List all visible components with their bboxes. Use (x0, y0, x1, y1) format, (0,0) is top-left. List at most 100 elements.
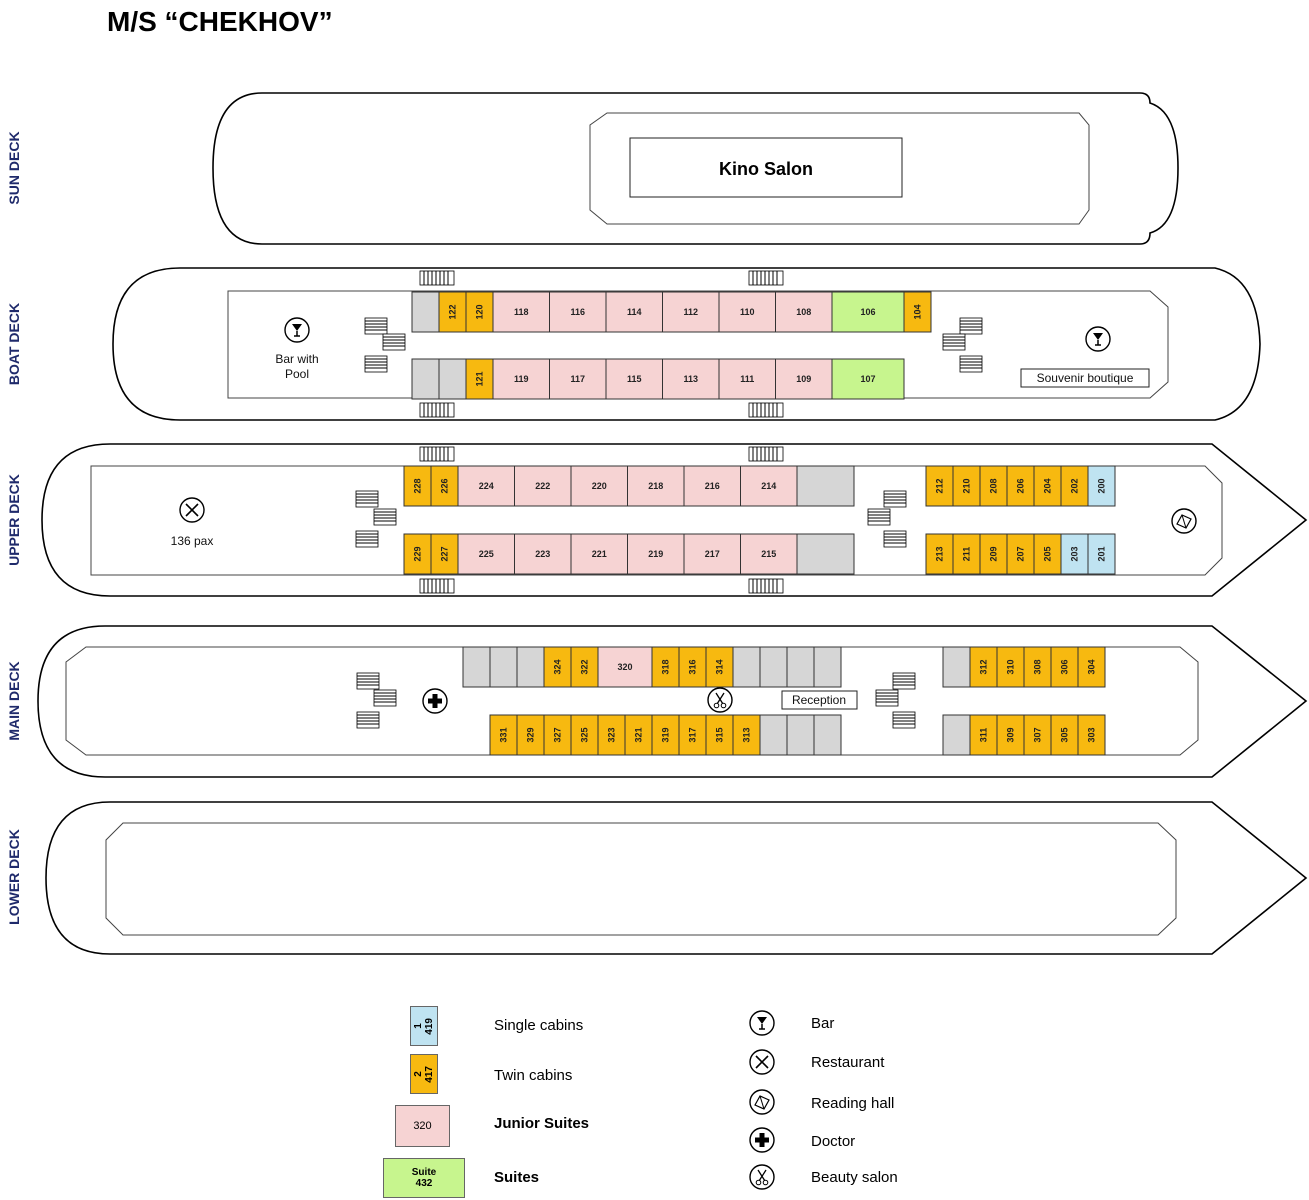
cabin-206 (1006, 465, 1035, 507)
cabin-107 (831, 358, 905, 400)
cabin-number: 229 (413, 546, 423, 561)
cabin-number: 119 (514, 374, 529, 384)
cabin-number: 305 (1060, 727, 1070, 742)
cabin-number: 104 (913, 304, 923, 319)
cabin-314 (705, 646, 734, 688)
service-room (786, 646, 815, 688)
cabin-112 (662, 291, 720, 333)
cabin-number: 304 (1087, 659, 1097, 674)
cabin-305 (1050, 714, 1079, 756)
beauty-salon-icon (707, 687, 733, 713)
cabin-number: 318 (661, 659, 671, 674)
cabin-number: 108 (796, 307, 811, 317)
cabin-320 (597, 646, 653, 688)
cabin-317 (678, 714, 707, 756)
cabin-number: 319 (661, 727, 671, 742)
cabin-number: 208 (989, 478, 999, 493)
cabin-number: 226 (440, 478, 450, 493)
sun-deck-label: SUN DECK (6, 131, 22, 204)
cabin-number: 306 (1060, 659, 1070, 674)
cabin-111 (718, 358, 776, 400)
kino-salon-room (629, 137, 903, 198)
cabin-104 (903, 291, 932, 333)
legend-suite-label: Suites (494, 1169, 540, 1186)
cabin-number: 117 (570, 374, 585, 384)
service-room (786, 714, 815, 756)
cabin-number: 308 (1033, 659, 1043, 674)
reading-hall-icon (749, 1089, 775, 1115)
cabin-109 (775, 358, 833, 400)
cabin-number: 201 (1097, 546, 1107, 561)
cabin-number: 205 (1043, 546, 1053, 561)
legend-junior-label: Junior Suites (494, 1115, 590, 1132)
cabin-number: 216 (705, 481, 720, 491)
service-room (438, 358, 467, 400)
cabin-222 (514, 465, 572, 507)
cabin-number: 331 (499, 727, 509, 742)
page-title: M/S “CHEKHOV” (107, 6, 333, 37)
cabin-number: 211 (962, 547, 972, 562)
cabin-number: 120 (475, 304, 485, 319)
cabin-115 (605, 358, 663, 400)
legend-twin-label: Twin cabins (494, 1067, 573, 1084)
reading-hall-icon (1171, 508, 1197, 534)
legend-beauty-salon-label: Beauty salon (811, 1169, 898, 1186)
restaurant-icon (749, 1049, 775, 1075)
cabin-210 (952, 465, 981, 507)
cabin-number: 109 (796, 374, 811, 384)
cabin-number: 320 (617, 662, 632, 672)
cabin-number: 206 (1016, 478, 1026, 493)
cabin-308 (1023, 646, 1052, 688)
beauty-salon-icon (749, 1164, 775, 1190)
cabin-200 (1087, 465, 1116, 507)
service-room (942, 714, 971, 756)
cabin-322 (570, 646, 599, 688)
kino-salon-label: Kino Salon (719, 159, 813, 179)
cabin-321 (624, 714, 653, 756)
legend-reading-hall-label: Reading hall (811, 1095, 895, 1112)
service-room (411, 358, 440, 400)
service-room (813, 646, 842, 688)
cabin-number: 203 (1070, 546, 1080, 561)
doctor-icon (749, 1127, 775, 1153)
bar-icon (749, 1010, 775, 1036)
cabin-325 (570, 714, 599, 756)
cabin-number: 314 (715, 659, 725, 674)
cabin-number: 325 (580, 727, 590, 742)
cabin-number: 210 (962, 478, 972, 493)
cabin-113 (662, 358, 720, 400)
reception-label: Reception (792, 693, 846, 707)
restaurant-capacity: 136 pax (171, 534, 214, 548)
cabin-number: 315 (715, 727, 725, 742)
cabin-number: 218 (648, 481, 663, 491)
lower-deck-inner (105, 822, 1177, 936)
cabin-number: 225 (479, 549, 494, 559)
cabin-214 (740, 465, 798, 507)
cabin-number: 221 (592, 549, 607, 559)
cabin-224 (457, 465, 515, 507)
cabin-number: 322 (580, 659, 590, 674)
legend-single-label: Single cabins (494, 1017, 584, 1034)
souvenir-boutique-box (1020, 368, 1150, 388)
service-room (732, 646, 761, 688)
cabin-228 (403, 465, 432, 507)
cabin-number: 310 (1006, 659, 1016, 674)
cabin-313 (732, 714, 761, 756)
cabin-120 (465, 291, 494, 333)
cabin-number: 228 (413, 478, 423, 493)
cabin-number: 118 (514, 307, 529, 317)
cabin-201 (1087, 533, 1116, 575)
cabin-217 (683, 533, 741, 575)
legend-junior-sample: 320 (395, 1105, 450, 1147)
service-room (759, 714, 788, 756)
cabin-number: 316 (688, 659, 698, 674)
legend-bar-label: Bar (811, 1015, 835, 1032)
bar-icon (1085, 326, 1111, 352)
deck-plan: SUN DECK BOAT DECK UPPER DECK MAIN DECK … (6, 92, 1308, 955)
